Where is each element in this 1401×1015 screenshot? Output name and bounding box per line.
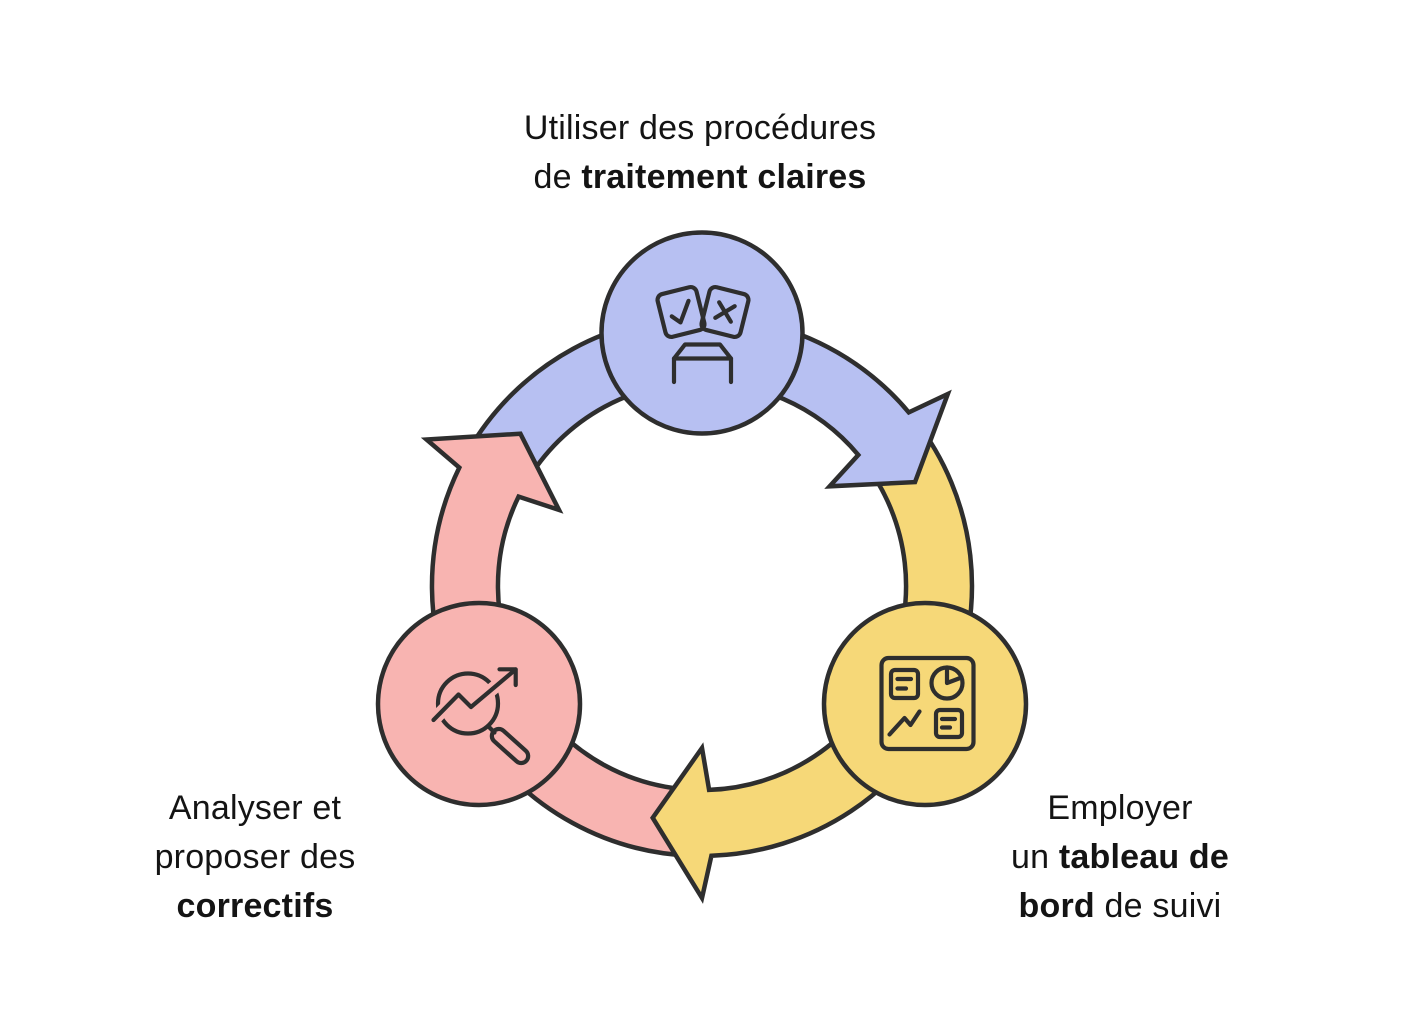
trend-arrow-head (497, 667, 518, 688)
dashboard-icon (879, 655, 976, 752)
dashboard-frame (879, 655, 976, 752)
dashboard-trend-line (887, 709, 922, 737)
label-line: proposer des (154, 838, 356, 876)
step-label-correctifs: Analyser et proposer des correctifs (155, 784, 356, 931)
dashboard-widget-doc-bottom (933, 707, 965, 740)
ballot-card-cross (699, 284, 751, 340)
dashboard-widget-doc-top (888, 667, 921, 701)
step-circle-tableau-de-bord (821, 600, 1029, 808)
label-line: Utiliser des procédures (523, 109, 877, 147)
label-line: bord de suivi (1018, 887, 1222, 925)
trend-arrow-line (431, 667, 518, 723)
ballot-box-body (671, 356, 734, 385)
step-circle-procedures (599, 230, 805, 436)
label-line: de traitement claires (533, 158, 867, 196)
ballot-box-icon (655, 284, 751, 385)
magnifier-lens (435, 671, 501, 736)
ballot-box-lid (671, 342, 734, 361)
magnifier-trend-icon (428, 664, 531, 766)
label-line: Employer (1047, 789, 1193, 827)
step-label-procedures: Utiliser des procédures de traitement cl… (524, 104, 876, 202)
label-line: Analyser et (168, 789, 342, 827)
step-label-tableau-de-bord: Employer un tableau de bord de suivi (1011, 784, 1229, 931)
magnifier-handle (489, 726, 531, 766)
ballot-card-check (655, 284, 707, 340)
label-line: correctifs (176, 887, 334, 925)
label-line: un tableau de (1010, 838, 1230, 876)
